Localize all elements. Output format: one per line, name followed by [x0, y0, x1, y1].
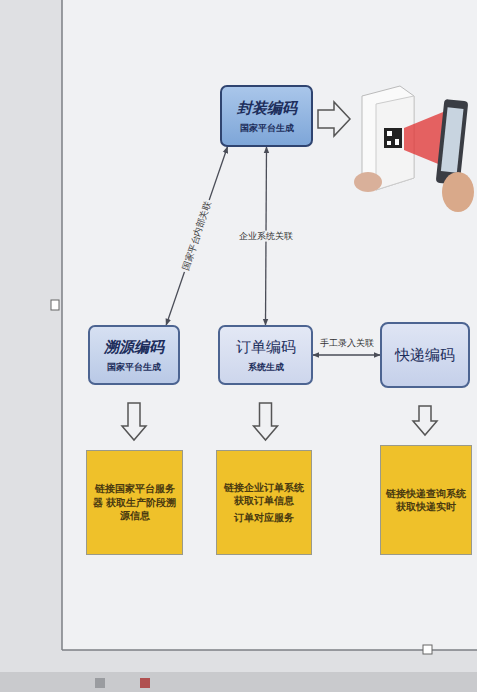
- hand: [442, 172, 474, 212]
- info-box: 链接国家平台服务器 获取生产阶段溯源信息: [86, 450, 183, 555]
- code-box: 快递编码: [380, 322, 470, 388]
- edge-label: 国家平台内部关联: [179, 198, 214, 273]
- box-title: 链接快递查询系统 获取快递实时: [386, 487, 466, 514]
- box-subtitle: 系统生成: [248, 361, 284, 373]
- box-title: 快递编码: [395, 345, 455, 365]
- hollow-arrow: [318, 102, 350, 136]
- page-border: [61, 0, 63, 650]
- block-arrow: [122, 403, 146, 440]
- box-title: 溯源编码: [104, 337, 164, 357]
- phone: [436, 99, 469, 185]
- hand: [354, 172, 382, 192]
- block-arrow: [254, 403, 278, 440]
- toolbar-strip: [0, 672, 477, 692]
- qr-code: [387, 131, 392, 136]
- connector: [313, 354, 380, 355]
- block-arrow: [413, 406, 437, 435]
- box-subtitle: 国家平台生成: [240, 122, 294, 134]
- edge-label: 手工录入关联: [318, 338, 376, 349]
- info-box: 链接快递查询系统 获取快递实时: [380, 445, 472, 555]
- connector: [166, 147, 227, 325]
- page-border: [62, 649, 477, 651]
- box-subtitle: 国家平台生成: [107, 361, 161, 373]
- box-title: 封装编码: [237, 98, 297, 118]
- qr-code: [395, 139, 399, 145]
- page-sheet: [62, 0, 477, 650]
- qr-code: [387, 141, 391, 145]
- resize-handle: [423, 645, 432, 654]
- toolbar-icon: [95, 678, 105, 688]
- code-box: 订单编码系统生成: [218, 325, 313, 385]
- box-title: 链接国家平台服务器 获取生产阶段溯源信息: [92, 482, 177, 523]
- info-box: 链接企业订单系统获取订单信息订单对应服务: [216, 450, 312, 555]
- resize-handle: [51, 300, 59, 310]
- edge-label: 企业系统关联: [237, 231, 295, 242]
- box-title: 订单编码: [236, 337, 296, 357]
- code-box: 封装编码国家平台生成: [220, 85, 313, 147]
- qr-code: [384, 128, 402, 148]
- toolbar-icon: [140, 678, 150, 688]
- box-subtitle: 订单对应服务: [234, 511, 294, 525]
- phone-screen: [441, 107, 464, 172]
- box-title: 链接企业订单系统获取订单信息: [222, 481, 306, 508]
- code-box: 溯源编码国家平台生成: [88, 325, 180, 385]
